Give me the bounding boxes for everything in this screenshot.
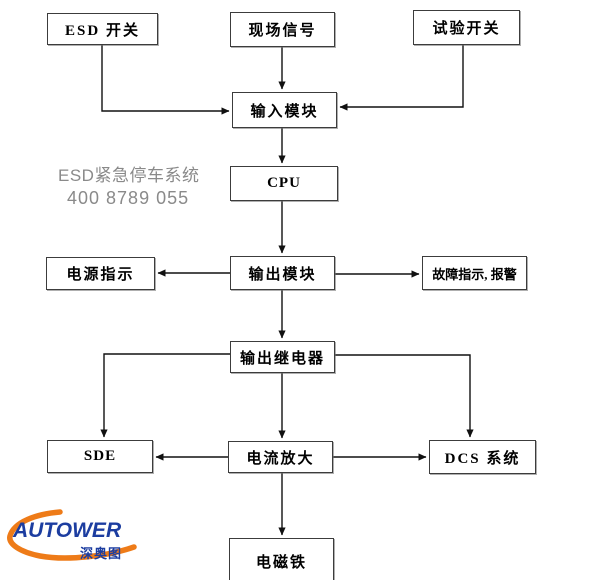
edge-relay-to-dcs <box>335 354 474 438</box>
node-input-module: 输入模块 <box>232 92 337 128</box>
logo-swoosh-icon <box>7 509 137 561</box>
edge-test-to-input <box>339 45 464 111</box>
node-electromagnet: 电磁铁 <box>229 538 334 580</box>
edge-esd-to-input <box>101 45 230 115</box>
node-test-switch: 试验开关 <box>413 10 520 45</box>
logo-brand-text: AUTOWER <box>13 519 122 542</box>
node-dcs-system: DCS 系统 <box>429 440 536 474</box>
logo-subtitle-text: 深奥图 <box>80 546 123 561</box>
edge-relay-to-sde <box>100 353 230 438</box>
node-field-signal: 现场信号 <box>230 12 335 47</box>
autower-logo: AUTOWER 深奥图 <box>6 506 151 574</box>
node-fault-alarm: 故障指示, 报警 <box>422 256 527 290</box>
node-sde: SDE <box>47 440 153 473</box>
watermark-text: ESD紧急停车系统 <box>58 166 200 185</box>
node-esd-switch: ESD 开关 <box>47 13 158 45</box>
node-cpu: CPU <box>230 166 338 201</box>
node-output-module: 输出模块 <box>230 256 335 290</box>
node-current-amplifier: 电流放大 <box>228 441 333 473</box>
node-power-indicator: 电源指示 <box>46 257 155 290</box>
watermark-phone: 400 8789 055 <box>67 188 190 208</box>
node-output-relay: 输出继电器 <box>230 341 335 373</box>
